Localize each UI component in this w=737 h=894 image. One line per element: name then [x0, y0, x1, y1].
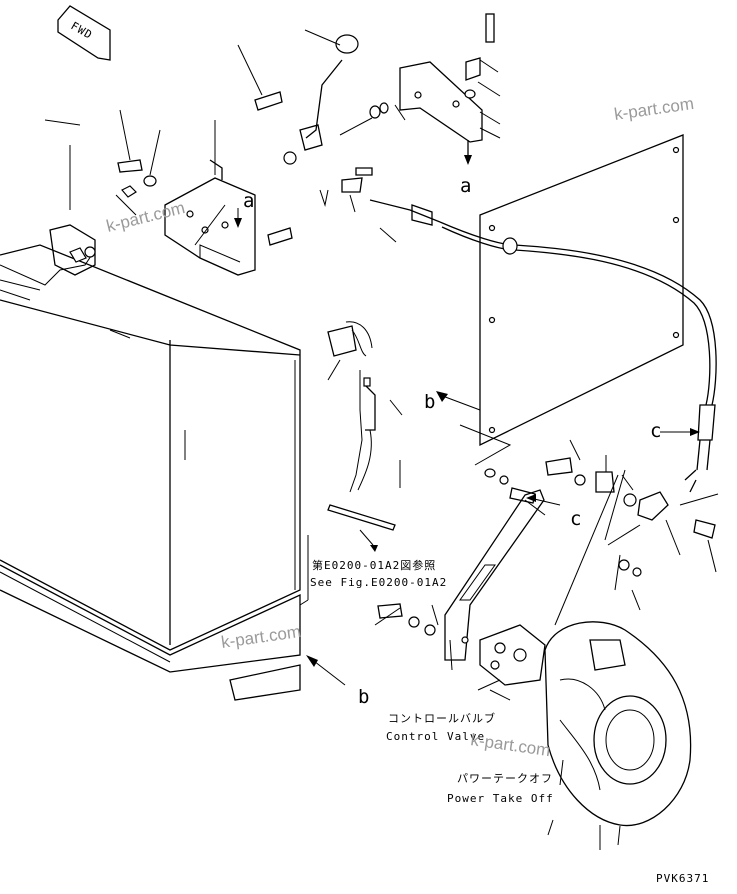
label-a-mid: a — [243, 190, 254, 212]
tank-body — [0, 224, 301, 701]
label-c-right: c — [650, 420, 661, 442]
pto-housing — [544, 621, 692, 850]
watermark: k-part.com — [469, 730, 551, 760]
drawing-code: PVK6371 — [656, 872, 709, 885]
cable-bracket-top — [399, 13, 495, 165]
bar-part — [327, 504, 396, 552]
label-a-top: a — [460, 175, 471, 197]
control-valve-body — [477, 624, 546, 691]
fwd-label: FWD — [69, 19, 95, 42]
see-fig-jp: 第E0200-01A2図参照 — [312, 558, 436, 572]
pto-en: Power Take Off — [447, 792, 554, 805]
leader-lines — [44, 29, 719, 836]
control-cable — [369, 199, 717, 493]
watermark: k-part.com — [104, 198, 187, 236]
control-valve-jp: コントロールバルブ — [388, 711, 496, 725]
pointer-arrows — [234, 208, 700, 686]
side-panel — [479, 134, 684, 447]
see-fig-en: See Fig.E0200-01A2 — [310, 576, 447, 589]
hardware-left — [69, 91, 297, 263]
watermark: k-part.com — [613, 94, 695, 124]
lever-knob-assembly — [299, 34, 389, 207]
label-b-bottom: b — [358, 686, 369, 708]
pto-jp: パワーテークオフ — [457, 772, 553, 785]
hardware-right — [377, 457, 716, 636]
control-lever-arm — [444, 489, 545, 661]
label-c-mid: c — [570, 508, 581, 530]
switch-wiring — [327, 321, 376, 493]
fwd-arrow-tag: FWD — [57, 5, 111, 61]
label-b-mid: b — [424, 391, 435, 413]
lever-bracket — [164, 159, 256, 276]
control-valve-en: Control Valve — [386, 730, 485, 743]
